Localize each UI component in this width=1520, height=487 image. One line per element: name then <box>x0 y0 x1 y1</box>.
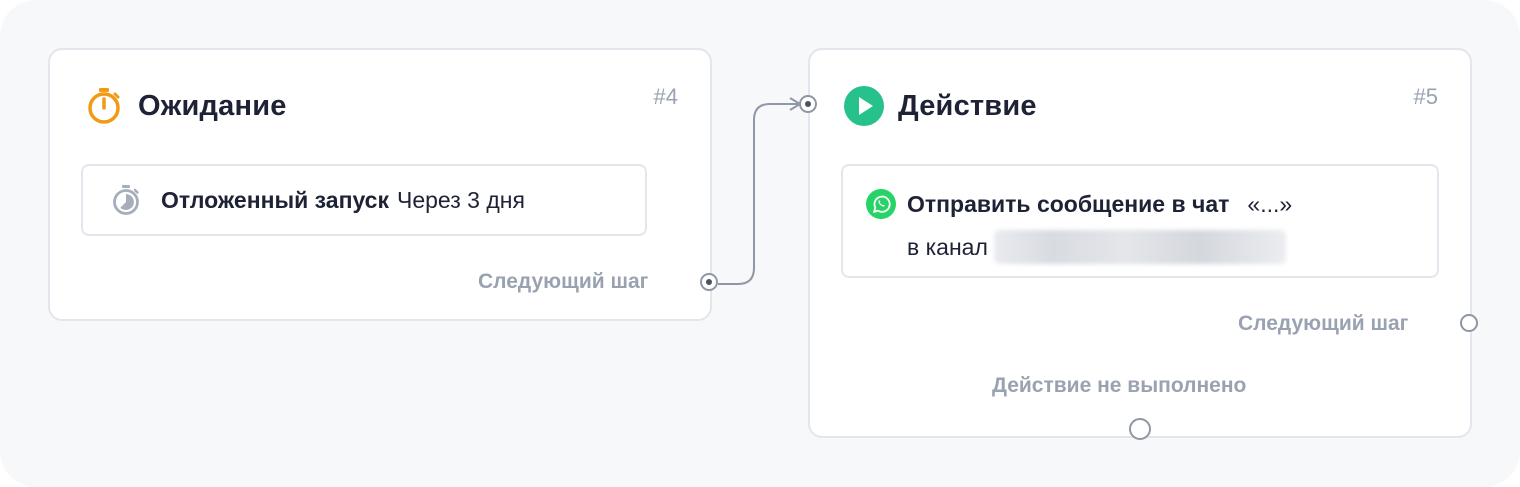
stopwatch-icon <box>84 86 124 126</box>
channel-value-redacted <box>993 230 1286 264</box>
action-failed-port[interactable] <box>1129 418 1151 440</box>
wait-next-step-port[interactable] <box>700 273 718 291</box>
channel-line: в канал <box>907 230 1286 264</box>
play-icon <box>844 86 884 126</box>
chat-name: «...» <box>1247 190 1293 217</box>
send-message-label: Отправить сообщение в чат <box>907 190 1230 217</box>
wait-node-number: #4 <box>653 84 678 109</box>
action-failed-label: Действие не выполнено <box>992 374 1247 397</box>
action-next-step-label: Следующий шаг <box>1238 312 1409 335</box>
action-node-title: Действие <box>898 89 1037 122</box>
whatsapp-icon <box>865 188 897 220</box>
action-node-number: #5 <box>1413 84 1438 109</box>
wait-node-header: Ожидание <box>84 86 287 126</box>
delayed-start-step[interactable]: Отложенный запуск Через 3 дня <box>81 164 647 236</box>
action-node-header: Действие <box>844 86 1037 126</box>
wait-node[interactable]: Ожидание #4 Отложенный запуск Через 3 дн… <box>48 48 712 321</box>
wait-next-step-label: Следующий шаг <box>478 270 649 293</box>
wait-node-title: Ожидание <box>138 89 287 122</box>
delayed-start-value: Через 3 дня <box>397 186 525 213</box>
timer-icon <box>109 183 143 217</box>
send-message-line: Отправить сообщение в чат «...» <box>865 188 1292 220</box>
action-node[interactable]: Действие #5 Отправить сообщение в чат «.… <box>808 48 1472 438</box>
send-message-step[interactable]: Отправить сообщение в чат «...» в канал <box>841 164 1439 278</box>
action-next-step-port[interactable] <box>1460 314 1478 332</box>
delayed-start-label: Отложенный запуск <box>161 186 389 213</box>
channel-label: в канал <box>907 233 988 260</box>
action-input-port[interactable] <box>799 95 817 113</box>
